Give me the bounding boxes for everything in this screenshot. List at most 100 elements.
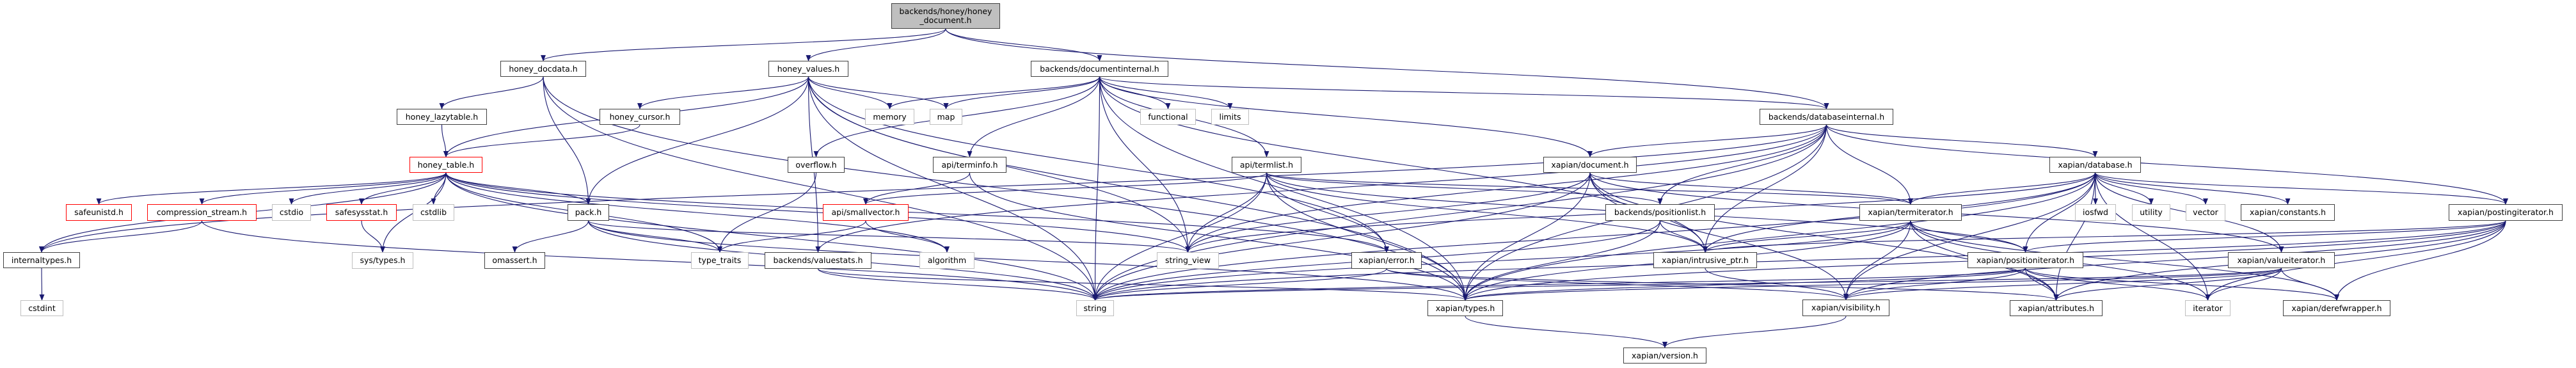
node-string: string <box>1076 300 1114 316</box>
edge-termiterator-to-visibility <box>1843 220 1911 300</box>
node-internaltypes[interactable]: internaltypes.h <box>3 252 80 268</box>
node-vector: vector <box>2186 204 2225 221</box>
edge-valuestats-to-xtypes <box>817 268 1468 301</box>
edge-compression-to-string <box>201 220 1098 301</box>
node-termiterator[interactable]: xapian/termiterator.h <box>1859 204 1962 221</box>
node-overflow[interactable]: overflow.h <box>788 157 845 173</box>
node-xdocument[interactable]: xapian/document.h <box>1543 157 1637 173</box>
node-terminfo[interactable]: api/terminfo.h <box>933 157 1006 173</box>
node-xtypes[interactable]: xapian/types.h <box>1427 300 1503 316</box>
edge-docdata-to-lazytable <box>439 76 544 109</box>
edge-positioniterator-to-visibility <box>1843 268 2026 300</box>
edge-valueiterator-to-xtypes <box>1463 268 2282 301</box>
edge-positioniterator-to-derefwrapper <box>2024 268 2339 301</box>
edge-positioniterator-to-iterator <box>2024 268 2211 301</box>
node-docdata[interactable]: honey_docdata.h <box>500 61 586 77</box>
edge-root-to-values <box>806 28 946 61</box>
node-lazytable[interactable]: honey_lazytable.h <box>397 109 487 125</box>
edge-postingiterator-to-visibility <box>1843 220 2506 300</box>
node-positioniterator[interactable]: xapian/positioniterator.h <box>1968 252 2083 268</box>
edge-dbinternal-to-postingiterator <box>1825 124 2508 205</box>
edge-cursor-to-table <box>443 124 640 157</box>
edge-valueiterator-to-derefwrapper <box>2280 268 2339 301</box>
edge-table-to-safesysstat <box>359 172 447 205</box>
edge-dbinternal-to-termiterator <box>1825 124 1913 205</box>
node-docinternal[interactable]: backends/documentinternal.h <box>1031 61 1168 77</box>
edge-xdocument-to-xtypes <box>1463 172 1591 301</box>
edge-pack-to-xtypes <box>587 220 1468 301</box>
edge-termlist-to-smallvector <box>863 172 1268 205</box>
edge-dbinternal-to-intrusive <box>1703 124 1827 253</box>
edge-root-to-docdata <box>541 28 946 61</box>
node-dbinternal[interactable]: backends/databaseinternal.h <box>1760 109 1893 125</box>
edge-xdocument-to-string <box>1092 172 1591 301</box>
node-safeunistd[interactable]: safeunistd.h <box>66 204 132 221</box>
node-termlist[interactable]: api/termlist.h <box>1232 157 1301 173</box>
edge-dbinternal-to-xdatabase <box>1825 124 2098 157</box>
node-cursor[interactable]: honey_cursor.h <box>600 109 680 125</box>
edge-values-to-cursor <box>637 76 809 109</box>
edge-table-to-xerror <box>445 172 1389 253</box>
edge-table-to-safeunistd <box>96 172 447 205</box>
edge-termiterator-to-intrusive <box>1703 220 1911 253</box>
node-derefwrapper[interactable]: xapian/derefwrapper.h <box>2283 300 2390 316</box>
edge-dbinternal-to-valuestats <box>815 124 1827 253</box>
node-map: map <box>930 109 962 125</box>
edge-termlist-to-string <box>1092 172 1268 301</box>
node-postingiterator[interactable]: xapian/postingiterator.h <box>2449 204 2563 221</box>
node-version[interactable]: xapian/version.h <box>1623 348 1706 364</box>
edge-termlist-to-xtypes <box>1266 172 1468 301</box>
node-safesysstat[interactable]: safesysstat.h <box>326 204 397 221</box>
edge-xdatabase-to-string <box>1092 172 2096 301</box>
edge-termlist-to-positionlist <box>1266 172 1663 205</box>
edge-dbinternal-to-xdocument <box>1587 124 1827 157</box>
node-functional: functional <box>1140 109 1196 125</box>
edge-compression-to-internaltypes <box>39 220 203 253</box>
edge-docinternal-to-terminfo <box>967 76 1101 157</box>
edge-values-to-pack <box>585 76 809 205</box>
node-intrusive[interactable]: xapian/intrusive_ptr.h <box>1653 252 1757 268</box>
edge-xerror-to-visibility <box>1386 268 1849 300</box>
edge-pack-to-omassert <box>512 220 589 253</box>
edge-positionlist-to-xtypes <box>1463 220 1661 301</box>
edge-lazytable-to-table <box>441 124 449 157</box>
node-omassert[interactable]: omassert.h <box>484 252 545 269</box>
edge-postingiterator-to-positioniterator <box>2023 220 2506 253</box>
node-values[interactable]: honey_values.h <box>768 61 848 77</box>
node-pack[interactable]: pack.h <box>568 204 609 221</box>
node-xerror[interactable]: xapian/error.h <box>1351 252 1422 269</box>
edge-termlist-to-xerror <box>1266 172 1389 253</box>
node-valuestats[interactable]: backends/valuestats.h <box>765 252 871 269</box>
edge-intrusive-to-visibility <box>1705 268 1849 300</box>
edge-terminfo-to-xtypes <box>969 172 1468 301</box>
edge-values-to-map <box>807 76 949 109</box>
node-xdatabase[interactable]: xapian/database.h <box>2049 157 2141 173</box>
node-cstdlib: cstdlib <box>413 204 454 221</box>
node-root[interactable]: backends/honey/honey _document.h <box>891 3 1000 29</box>
node-visibility[interactable]: xapian/visibility.h <box>1802 300 1889 316</box>
node-memory: memory <box>865 109 914 125</box>
edge-xtypes-to-version <box>1465 316 1667 348</box>
edge-postingiterator-to-string <box>1092 220 2506 301</box>
edge-docinternal-to-stringview <box>1099 76 1191 253</box>
edge-xerror-to-attributes <box>1386 268 2059 301</box>
edge-valueiterator-to-attributes <box>2053 268 2282 301</box>
edge-dbinternal-to-stringview <box>1185 124 1827 253</box>
node-positionlist[interactable]: backends/positionlist.h <box>1605 204 1715 221</box>
edge-termlist-to-termiterator <box>1266 172 1913 205</box>
edge-table-to-string <box>445 172 1098 301</box>
node-valueiterator[interactable]: xapian/valueiterator.h <box>2228 252 2335 268</box>
edge-valueiterator-to-string <box>1093 268 2282 301</box>
edge-valuestats-to-string <box>817 268 1098 301</box>
node-attributes[interactable]: xapian/attributes.h <box>2010 300 2103 316</box>
node-compression[interactable]: compression_stream.h <box>147 204 257 221</box>
node-smallvector[interactable]: api/smallvector.h <box>823 204 909 221</box>
node-constants[interactable]: xapian/constants.h <box>2241 204 2335 221</box>
edge-smallvector-to-typetraits <box>717 220 866 253</box>
edge-docinternal-to-limits <box>1099 76 1233 109</box>
edge-xdatabase-to-utility <box>2094 172 2154 205</box>
edge-docdata-to-pack <box>543 76 591 205</box>
node-iterator: iterator <box>2185 300 2230 316</box>
node-table[interactable]: honey_table.h <box>409 157 482 173</box>
